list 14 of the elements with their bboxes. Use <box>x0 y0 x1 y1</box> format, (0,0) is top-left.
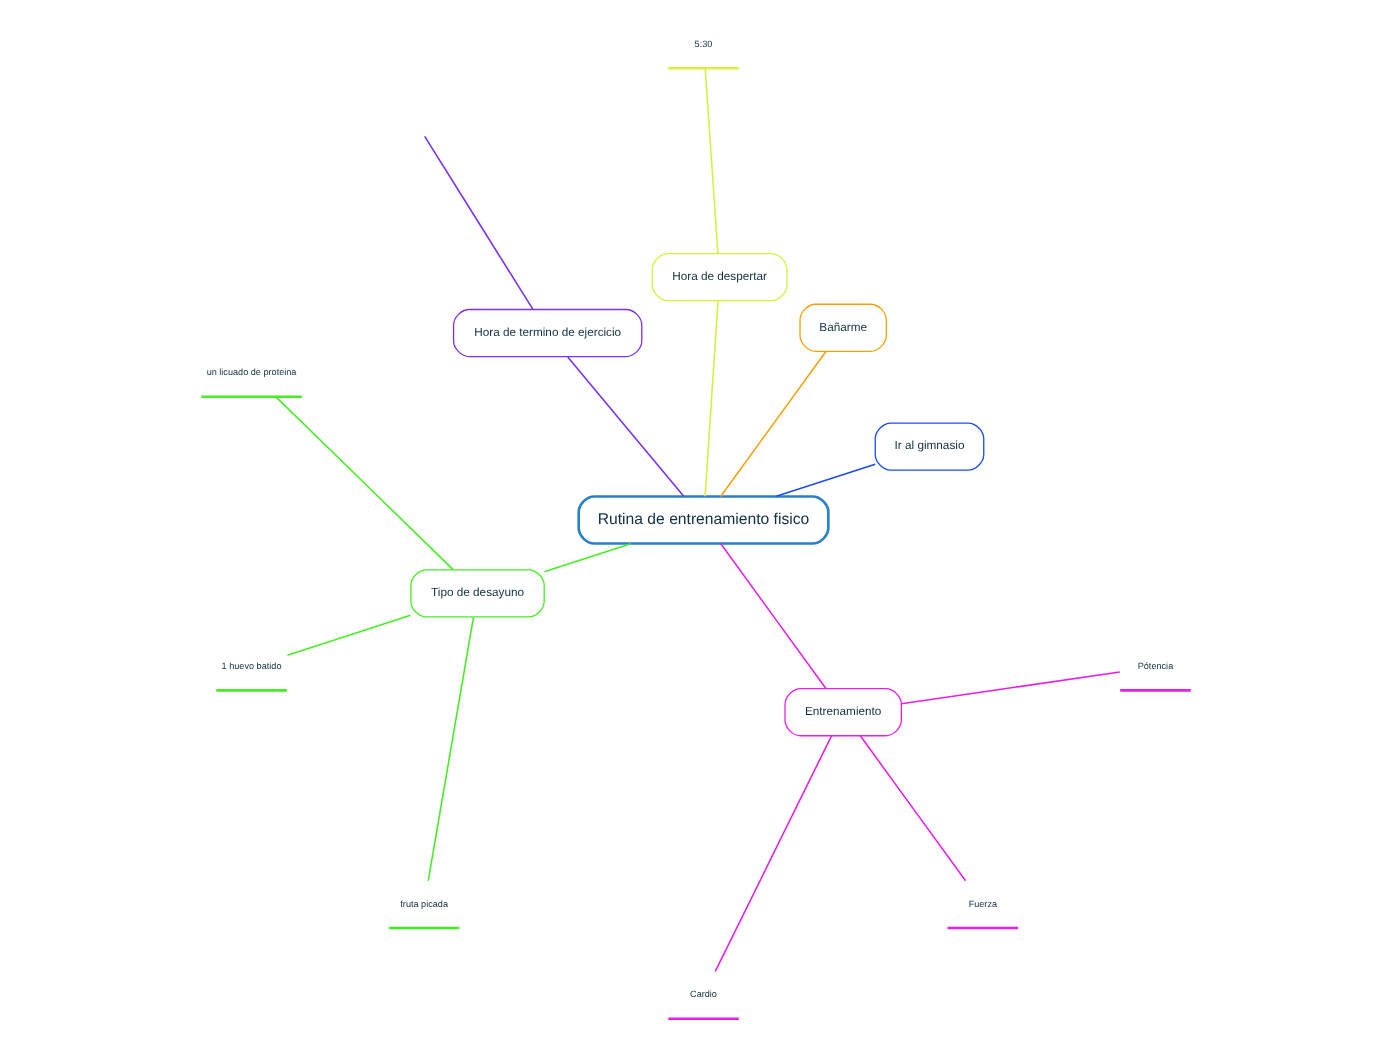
connector <box>719 350 827 498</box>
connector <box>704 67 719 255</box>
connector <box>714 735 833 973</box>
connector <box>423 135 534 310</box>
connector <box>427 616 475 882</box>
connector <box>566 356 685 498</box>
connector <box>286 614 412 656</box>
connector <box>859 735 967 882</box>
connector <box>719 542 827 690</box>
connector <box>275 396 455 571</box>
connector <box>900 671 1121 705</box>
connector <box>775 463 876 498</box>
connector <box>704 300 719 498</box>
connector <box>543 542 632 573</box>
